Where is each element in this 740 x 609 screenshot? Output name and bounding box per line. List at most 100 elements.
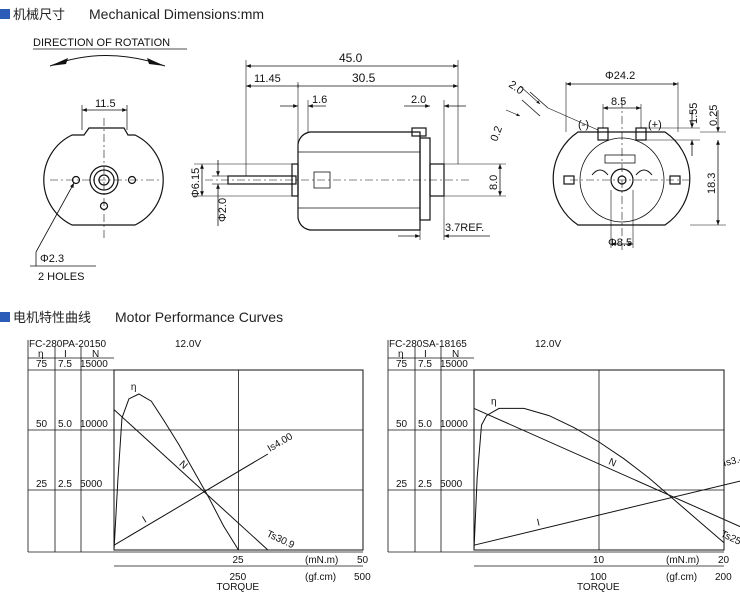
front-housing [43,127,164,226]
shaft-length-dim: 11.45 [254,73,281,85]
rotation-arc [49,55,166,67]
speed-tick-label: 5000 [440,479,463,490]
stall-torque-annotation: Ts30.9 [265,529,297,552]
dim-1-55: 1.55 [688,103,700,124]
section-bullet [0,311,10,322]
section-title-en: Mechanical Dimensions:mm [89,5,265,22]
rear-length-dim: 2.0 [411,94,426,106]
minus-label: (-) [578,119,589,131]
rotation-arrow-left [50,58,68,66]
height-dim: 8.0 [488,175,500,190]
current-axis-label: I [64,349,67,360]
x-tick-mnm: 20 [718,555,730,566]
current-axis-label: I [424,349,427,360]
current-line [473,480,740,546]
boss-length-dim: 1.6 [312,94,327,106]
shaft [227,175,297,185]
plus-label: (+) [648,119,662,131]
speed-series-label: N [177,459,190,472]
speed-line [113,409,269,551]
x-unit-mnm: (mN.m) [305,555,338,566]
x-tick-gfcm: 500 [354,572,371,583]
section-bullet [0,8,10,19]
rear-dia-dim: Φ24.2 [605,70,635,82]
eta-tick-label: 50 [36,419,48,430]
section-title-cn: 机械尺寸 [13,8,66,23]
chart-voltage: 12.0V [535,339,561,350]
dim-18-3: 18.3 [706,173,718,194]
speed-tick-label: 10000 [80,419,108,430]
stall-torque-annotation: Ts25.5 [719,529,740,552]
end-cap [419,137,431,221]
current-line [113,453,269,546]
front-width-dim: 11.5 [95,98,116,110]
terminal-thickness-dim: 0.2 [489,125,506,143]
rear-boss [429,163,445,197]
rear-view: Φ24.2 8.5 2.0 0.2 (-) (+) 1.55 0.25 18.3… [489,70,726,250]
speed-series-label: N [607,457,618,470]
speed-tick-label: 15000 [440,359,468,370]
chart-voltage: 12.0V [175,339,201,350]
hole-dia-dim: Φ2.3 [40,253,64,265]
x-axis-title: TORQUE [217,582,260,593]
rotation-arrow-right [147,58,165,66]
eta-axis-label: η [38,349,44,360]
rear-housing [552,131,691,226]
section-title-en: Motor Performance Curves [115,308,284,325]
x-tick-gfcm: 200 [715,572,732,583]
boss-dia-dim: Φ6.15 [190,168,202,198]
dim-0-25: 0.25 [708,105,720,126]
stall-current-annotation: Is3.40 [722,452,740,469]
x-tick-mnm: 50 [357,555,369,566]
terminal-block [604,154,636,164]
current-tick-label: 5.0 [418,419,432,430]
x-unit-gfcm: (gf.cm) [305,572,336,583]
terminal-spacing-dim: 8.5 [611,96,626,108]
eta-tick-label: 75 [36,359,48,370]
terminal-plus [635,127,647,141]
chart-title: FC-280SA-18165 [389,339,467,350]
x-axis-title: TORQUE [577,582,620,593]
chart-title: FC-280PA-20150 [29,339,107,350]
speed-axis-label: N [452,349,459,360]
rear-boss-dim: Φ8.5 [608,237,632,249]
section-header-mechanical: 机械尺寸 Mechanical Dimensions:mm [0,4,264,23]
x-unit-gfcm: (gf.cm) [666,572,697,583]
current-tick-label: 2.5 [58,479,72,490]
efficiency-series-label: η [131,382,137,393]
ref-dim: 3.7REF. [445,222,484,234]
speed-tick-label: 15000 [80,359,108,370]
eta-axis-label: η [398,349,404,360]
section-title-cn: 电机特性曲线 [13,311,92,326]
body-length-dim: 30.5 [352,71,376,85]
x-tick-gfcm: 100 [590,572,607,583]
section-header-curves: 电机特性曲线 Motor Performance Curves [0,307,283,326]
x-unit-mnm: (mN.m) [666,555,699,566]
speed-tick-label: 10000 [440,419,468,430]
eta-tick-label: 50 [396,419,408,430]
speed-tick-label: 5000 [80,479,103,490]
current-tick-label: 7.5 [58,359,72,370]
terminal-minus [597,127,609,141]
x-tick-mnm: 25 [233,555,245,566]
current-tick-label: 2.5 [418,479,432,490]
current-tick-label: 7.5 [418,359,432,370]
eta-tick-label: 25 [36,479,48,490]
terminal [411,127,427,137]
terminal-width-dim: 2.0 [506,79,525,98]
side-view: 45.0 11.45 30.5 1.6 2.0 Φ6.15 Φ2.0 8.0 3… [190,51,506,240]
x-tick-gfcm: 250 [230,572,247,583]
shaft-dia-dim: Φ2.0 [217,198,229,222]
efficiency-curve [473,407,725,551]
overall-length-dim: 45.0 [339,51,363,65]
front-view: DIRECTION OF ROTATION 11.5 Φ2.3 2 HOLES [30,37,187,283]
direction-label: DIRECTION OF ROTATION [33,37,170,49]
efficiency-series-label: η [491,396,497,407]
efficiency-curve [113,393,239,551]
current-series-label: I [536,517,541,528]
brush-detail [313,171,331,189]
holes-label: 2 HOLES [38,271,84,283]
speed-axis-label: N [92,349,99,360]
